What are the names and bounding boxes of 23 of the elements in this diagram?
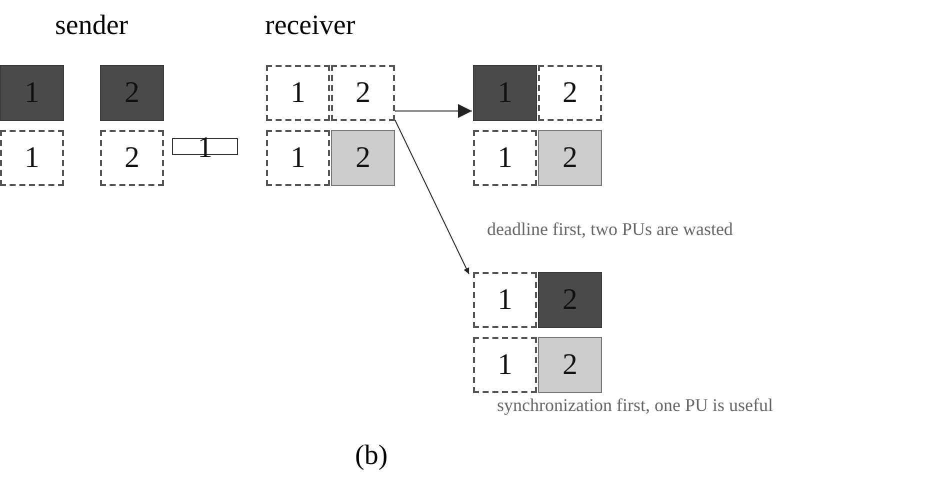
dashed-square: 1 — [473, 272, 537, 328]
shaded-square: 2 — [538, 130, 602, 186]
group-heading: sender — [55, 10, 128, 42]
dashed-square: 1 — [0, 130, 64, 186]
group-heading: receiver — [265, 10, 356, 42]
caption: synchronization first, one PU is useful — [497, 395, 773, 416]
filled-square: 2 — [100, 65, 164, 121]
arrow — [394, 120, 470, 274]
filled-square: 1 — [0, 65, 64, 121]
filled-square: 2 — [538, 272, 602, 328]
dashed-square: 2 — [100, 130, 164, 186]
arrow — [394, 104, 472, 118]
shaded-square: 2 — [538, 337, 602, 393]
dashed-square: 2 — [538, 65, 602, 121]
dashed-square: 1 — [473, 337, 537, 393]
dashed-square: 1 — [473, 130, 537, 186]
dashed-square: 2 — [331, 65, 395, 121]
dashed-square: 1 — [266, 65, 330, 121]
filled-square: 1 — [473, 65, 537, 121]
caption: deadline first, two PUs are wasted — [487, 219, 733, 240]
dashed-square: 1 — [266, 130, 330, 186]
shaded-square: 2 — [331, 130, 395, 186]
panel-label: (b) — [355, 440, 388, 472]
